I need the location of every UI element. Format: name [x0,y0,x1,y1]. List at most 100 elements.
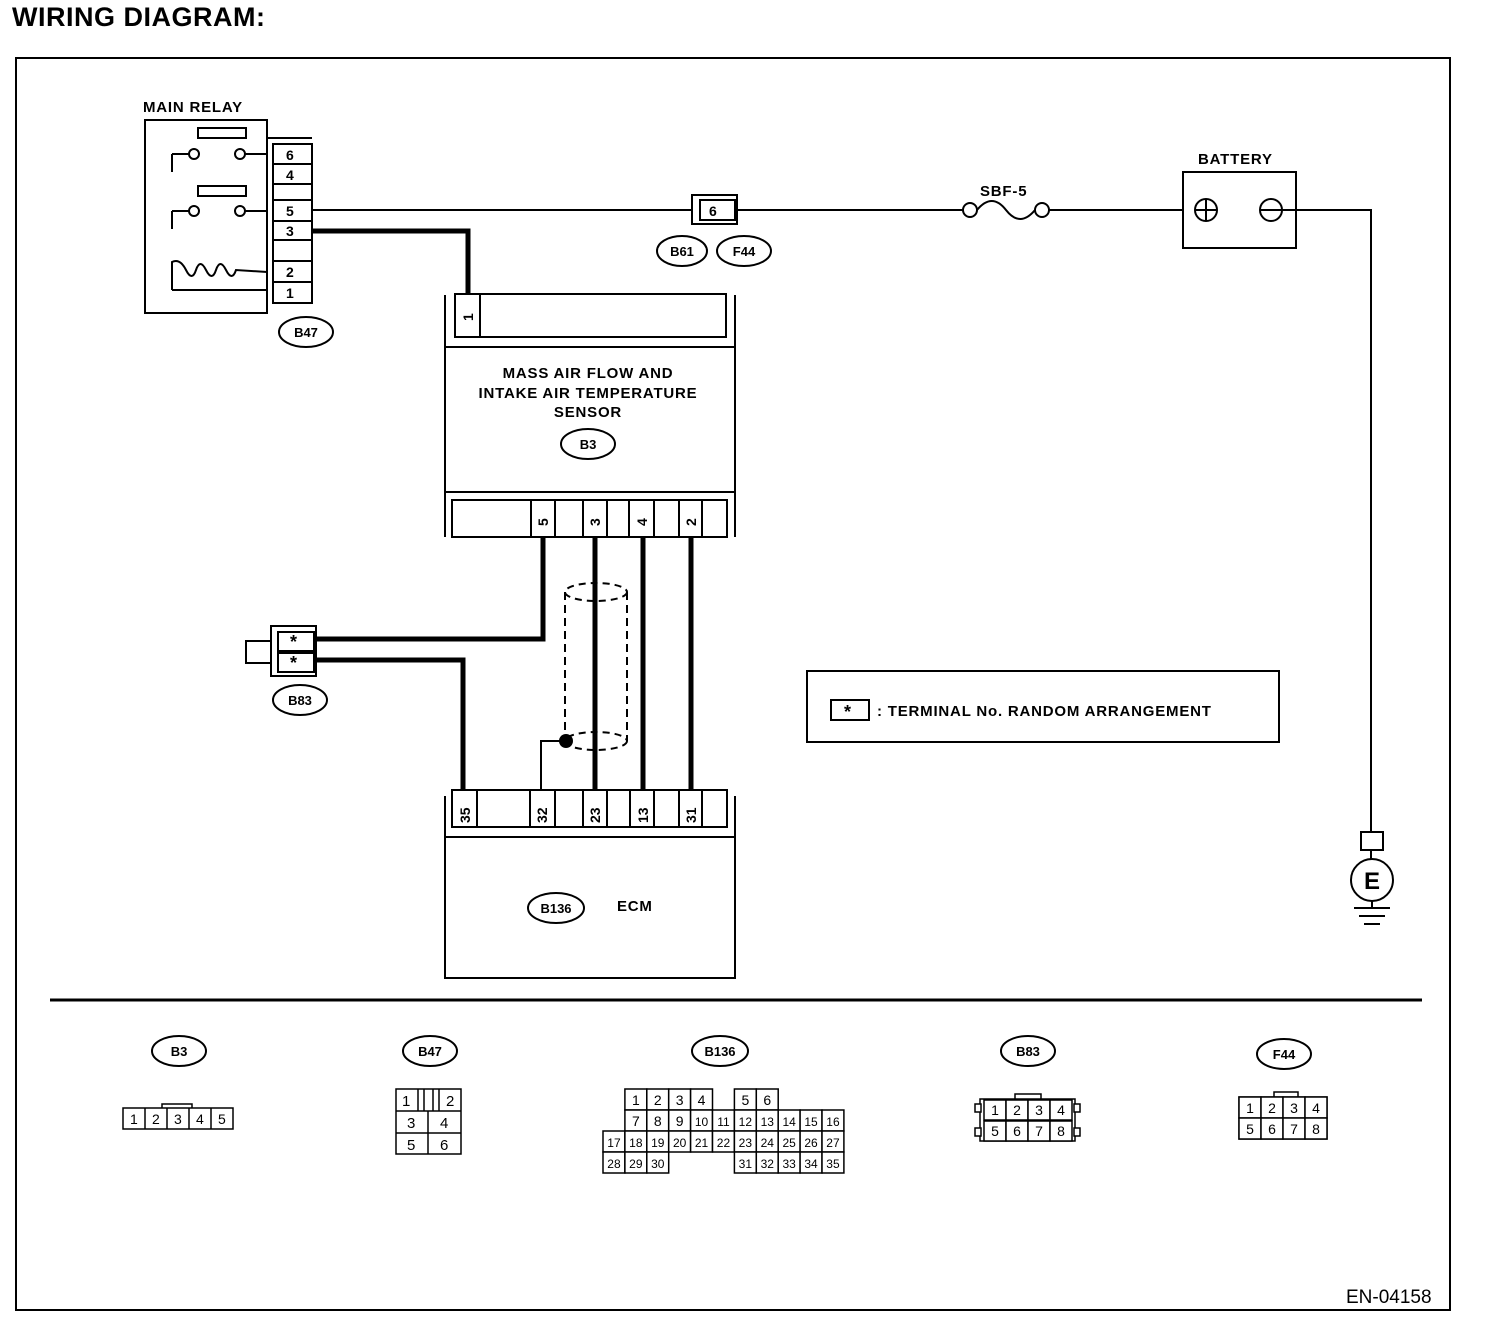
maf-sensor: 1 MASS AIR FLOW AND INTAKE AIR TEMPERATU… [444,293,736,538]
face-pin: 26 [804,1136,818,1150]
wire-maf5-to-b83 [316,537,546,642]
maf-label-line: INTAKE AIR TEMPERATURE [479,385,698,402]
face-pin: 7 [632,1113,640,1129]
relay-pin: 1 [286,285,294,301]
main-relay: MAIN RELAY 6 4 5 3 2 1 [143,99,334,348]
face-pin: 5 [1246,1121,1254,1137]
face-pin: 31 [739,1157,753,1171]
fuse-sbf5: SBF-5 [962,183,1050,220]
face-pin: 11 [717,1115,730,1129]
joint-connector: 6 B61 F44 [656,194,772,267]
connector-face-name: B136 [704,1044,735,1059]
face-pin: 23 [739,1136,753,1150]
main-relay-label: MAIN RELAY [143,99,243,116]
wire-b83-to-ecm35 [316,657,466,794]
b83-connector: * * B83 [245,625,328,716]
figure-code: EN-04158 [1346,1287,1432,1308]
relay-pin: 6 [286,147,294,163]
face-pin: 3 [676,1092,684,1108]
fuse-icon [976,200,1036,220]
face-pin: 4 [440,1115,448,1132]
face-pin: 2 [446,1093,454,1110]
face-pin: 13 [761,1115,775,1129]
maf-bottom-pin: 2 [683,518,699,526]
face-pin: 2 [1013,1102,1021,1118]
face-pin: 5 [741,1092,749,1108]
maf-bottom-pin: 3 [587,518,603,526]
ecm-pin: 35 [457,807,473,823]
battery-label: BATTERY [1198,151,1273,168]
face-pin: 6 [1268,1121,1276,1137]
face-pin: 14 [782,1115,796,1129]
face-pin: 16 [826,1115,840,1129]
face-pin: 1 [130,1111,138,1127]
face-pin: 4 [1312,1100,1320,1116]
face-pin-cell [821,1151,845,1174]
connector-face-name: F44 [1273,1047,1296,1062]
face-pin: 28 [607,1157,621,1171]
legend-symbol: * [844,702,851,722]
face-pin: 2 [1268,1100,1276,1116]
connector-badge: B3 [580,437,597,452]
face-pin: 30 [651,1157,665,1171]
face-pin: 6 [1013,1123,1021,1139]
face-pin: 1 [991,1102,999,1118]
face-pin: 35 [826,1157,840,1171]
joint-connector-pin: 6 [709,203,717,219]
connector-face-b3: B3 1 2 3 4 5 [122,1035,234,1130]
ecm-pin: 23 [587,807,603,823]
maf-label-line: SENSOR [554,404,622,421]
face-pin: 4 [196,1111,204,1127]
face-pin: 22 [717,1136,731,1150]
shield-icon [540,582,628,794]
maf-top-pin: 1 [460,313,476,321]
face-pin: 8 [1057,1123,1065,1139]
legend: * : TERMINAL No. RANDOM ARRANGEMENT [806,670,1280,743]
relay-pin: 2 [286,264,294,280]
face-pin: 2 [152,1111,160,1127]
face-pin: 25 [782,1136,796,1150]
ground-terminal: E [1350,831,1394,925]
connector-face-name: B47 [418,1044,442,1059]
b83-pin: * [290,632,297,652]
face-pin: 12 [739,1115,753,1129]
face-pin: 15 [804,1115,818,1129]
face-pin: 7 [1035,1123,1043,1139]
connector-face-name: B3 [171,1044,188,1059]
face-pin-cell [1304,1117,1328,1140]
face-pin: 10 [695,1115,709,1129]
face-pin: 4 [1057,1102,1065,1118]
face-pin: 6 [763,1092,771,1108]
face-pin: 9 [676,1113,684,1129]
relay-pin: 3 [286,223,294,239]
wire-battery-to-ground [1282,209,1372,832]
ground-label: E [1364,868,1380,895]
face-pin: 32 [761,1157,775,1171]
connector-badge: B61 [670,244,694,259]
face-pin: 5 [407,1137,415,1154]
face-pin: 8 [1312,1121,1320,1137]
face-pin: 3 [174,1111,182,1127]
maf-bottom-pin: 4 [634,518,650,526]
maf-label-line: MASS AIR FLOW AND [503,365,674,382]
battery: BATTERY [1182,151,1297,249]
face-pin: 1 [632,1092,640,1108]
face-pin: 21 [695,1136,709,1150]
face-pin: 5 [991,1123,999,1139]
relay-coil-icon [171,260,268,277]
ecm-pin: 31 [683,807,699,823]
face-pin-cell [1049,1120,1073,1142]
face-pin: 5 [218,1111,226,1127]
connector-badge: B83 [288,693,312,708]
face-pin: 8 [654,1113,662,1129]
face-pin: 19 [651,1136,665,1150]
ecm: 35 32 23 13 31 B136 ECM [444,789,736,979]
connector-badge: F44 [733,244,756,259]
ecm-label: ECM [617,898,653,915]
face-pin-cell [646,1151,670,1174]
page-title: WIRING DIAGRAM: [12,2,266,32]
